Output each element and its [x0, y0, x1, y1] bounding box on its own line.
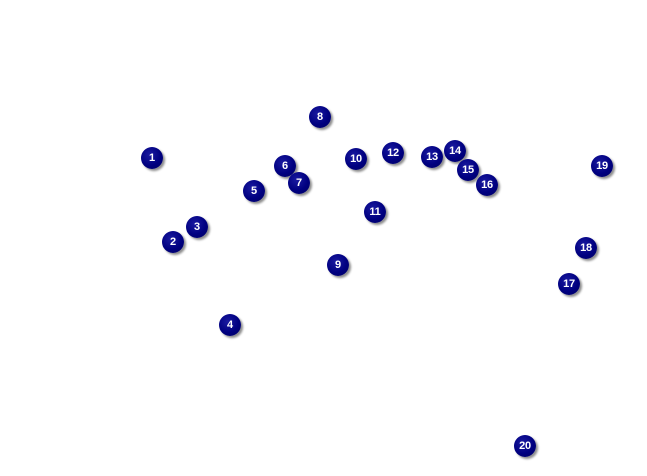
marker-label: 4	[227, 318, 233, 331]
marker-label: 12	[387, 146, 399, 159]
marker-label: 5	[251, 184, 257, 197]
marker-label: 20	[519, 439, 531, 452]
map-marker-15[interactable]: 15	[457, 159, 479, 181]
map-marker-9[interactable]: 9	[327, 254, 349, 276]
map-marker-11[interactable]: 11	[364, 201, 386, 223]
marker-label: 6	[282, 159, 288, 172]
map-marker-17[interactable]: 17	[558, 273, 580, 295]
map-marker-18[interactable]: 18	[575, 237, 597, 259]
marker-label: 16	[481, 178, 493, 191]
map-marker-6[interactable]: 6	[274, 155, 296, 177]
marker-label: 18	[580, 241, 592, 254]
map-marker-14[interactable]: 14	[444, 140, 466, 162]
map-marker-7[interactable]: 7	[288, 172, 310, 194]
marker-label: 7	[296, 176, 302, 189]
marker-label: 3	[194, 220, 200, 233]
marker-label: 2	[170, 235, 176, 248]
marker-label: 14	[449, 144, 461, 157]
map-marker-10[interactable]: 10	[345, 148, 367, 170]
marker-label: 1	[149, 151, 155, 164]
map-marker-16[interactable]: 16	[476, 174, 498, 196]
marker-label: 9	[335, 258, 341, 271]
map-marker-20[interactable]: 20	[514, 435, 536, 457]
map-marker-8[interactable]: 8	[309, 106, 331, 128]
map-marker-4[interactable]: 4	[219, 314, 241, 336]
map-marker-5[interactable]: 5	[243, 180, 265, 202]
marker-label: 8	[317, 110, 323, 123]
map-marker-19[interactable]: 19	[591, 155, 613, 177]
marker-label: 13	[426, 150, 438, 163]
marker-label: 17	[563, 277, 575, 290]
map-marker-3[interactable]: 3	[186, 216, 208, 238]
marker-label: 19	[596, 159, 608, 172]
marker-label: 15	[462, 163, 474, 176]
map-marker-13[interactable]: 13	[421, 146, 443, 168]
map-marker-12[interactable]: 12	[382, 142, 404, 164]
map-marker-1[interactable]: 1	[141, 147, 163, 169]
marker-label: 10	[350, 152, 362, 165]
marker-label: 11	[369, 205, 381, 218]
map-marker-2[interactable]: 2	[162, 231, 184, 253]
